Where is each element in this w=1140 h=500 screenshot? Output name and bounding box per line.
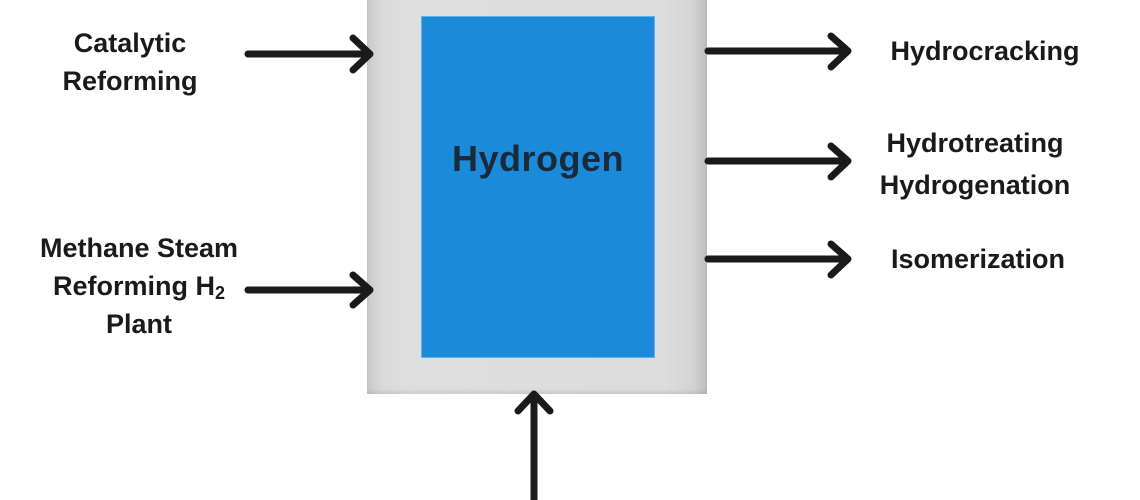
output-label-isomerization: Isomerization xyxy=(853,240,1103,278)
subscript: 2 xyxy=(214,283,225,303)
input-label-catalytic-reforming: Catalytic Reforming xyxy=(30,24,230,100)
label-line: Isomerization xyxy=(890,244,1066,274)
label-line: Catalytic xyxy=(73,28,187,58)
arrow-methane-steam-reforming xyxy=(244,271,374,309)
label-line: Hydrogenation xyxy=(879,170,1071,200)
arrow-hydrocracking xyxy=(704,32,852,71)
label-line: Methane Steam xyxy=(39,233,239,263)
label-line: Hydrocracking xyxy=(890,36,1080,66)
label-line: Plant xyxy=(105,309,172,339)
label-line: Hydrotreating xyxy=(886,128,1064,158)
arrow-isomerization xyxy=(704,240,852,279)
label-line: Reforming H2 xyxy=(14,267,264,305)
input-label-methane-steam-reforming: Methane Steam Reforming H2 Plant xyxy=(14,229,264,343)
hydrogen-core-box xyxy=(422,17,654,357)
output-label-hydrotreating-hydrogenation: Hydrotreating Hydrogenation xyxy=(850,122,1100,206)
label-line: Reforming xyxy=(62,66,198,96)
arrow-catalytic-reforming xyxy=(244,34,374,74)
hydrogen-label: Hydrogen xyxy=(451,138,624,179)
output-label-hydrocracking: Hydrocracking xyxy=(860,32,1110,70)
arrow-bottom-input xyxy=(514,390,554,500)
label-text: Reforming H xyxy=(52,271,215,301)
arrow-hydrotreating xyxy=(704,142,852,181)
